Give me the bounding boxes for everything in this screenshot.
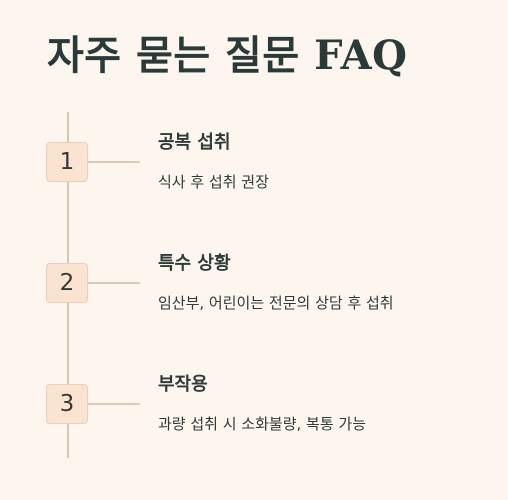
faq-item: 1 공복 섭취 식사 후 섭취 권장 xyxy=(0,131,508,231)
faq-item: 2 특수 상황 임산부, 어린이는 전문의 상담 후 섭취 xyxy=(0,252,508,352)
faq-item-description: 식사 후 섭취 권장 xyxy=(158,173,269,191)
page-title: 자주 묻는 질문 FAQ xyxy=(47,32,408,79)
faq-item: 3 부작용 과량 섭취 시 소화불량, 복통 가능 xyxy=(0,373,508,473)
step-connector xyxy=(88,282,140,284)
step-number-badge: 2 xyxy=(46,263,88,303)
step-number-badge: 3 xyxy=(46,384,88,424)
faq-item-description: 임산부, 어린이는 전문의 상담 후 섭취 xyxy=(158,294,394,312)
faq-item-description: 과량 섭취 시 소화불량, 복통 가능 xyxy=(158,415,367,433)
faq-item-title: 부작용 xyxy=(158,374,208,395)
step-number-badge: 1 xyxy=(46,142,88,182)
step-connector xyxy=(88,161,140,163)
step-connector xyxy=(88,403,140,405)
faq-item-title: 특수 상황 xyxy=(158,253,231,274)
faq-item-title: 공복 섭취 xyxy=(158,132,231,153)
